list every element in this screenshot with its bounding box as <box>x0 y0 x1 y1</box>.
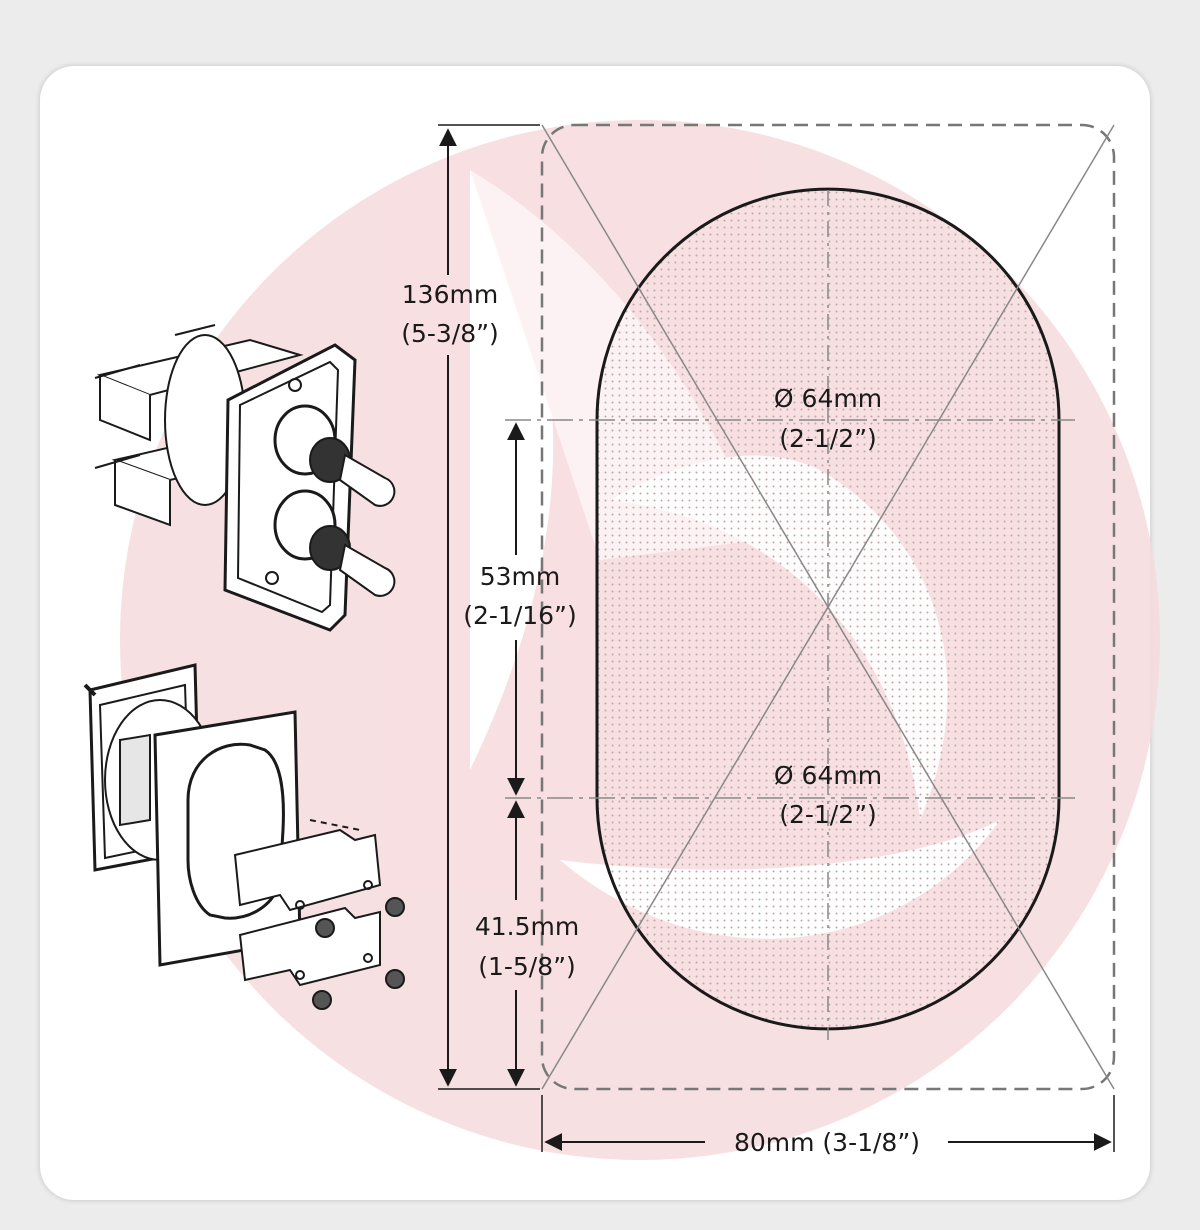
top-hole-diameter-imperial: (2-1/2”) <box>779 424 877 453</box>
offset-imperial-label: (1-5/8”) <box>478 952 576 981</box>
panel-outline <box>540 123 1116 1091</box>
offset-metric-label: 41.5mm <box>475 912 579 941</box>
height-imperial-label: (5-3/8”) <box>401 319 499 348</box>
twin-switch-panel-illustration <box>94 324 396 632</box>
bottom-hole-diameter-imperial: (2-1/2”) <box>779 800 877 829</box>
spacing-imperial-label: (2-1/16”) <box>463 601 577 630</box>
width-label: 80mm (3-1/8”) <box>734 1128 920 1157</box>
bottom-hole-diameter-metric: Ø 64mm <box>774 761 882 790</box>
mounting-bracket-exploded-illustration <box>83 663 405 1010</box>
spacing-metric-label: 53mm <box>480 562 561 591</box>
height-metric-label: 136mm <box>402 280 498 309</box>
construction-lines <box>505 124 1115 1090</box>
top-hole-diameter-metric: Ø 64mm <box>774 384 882 413</box>
